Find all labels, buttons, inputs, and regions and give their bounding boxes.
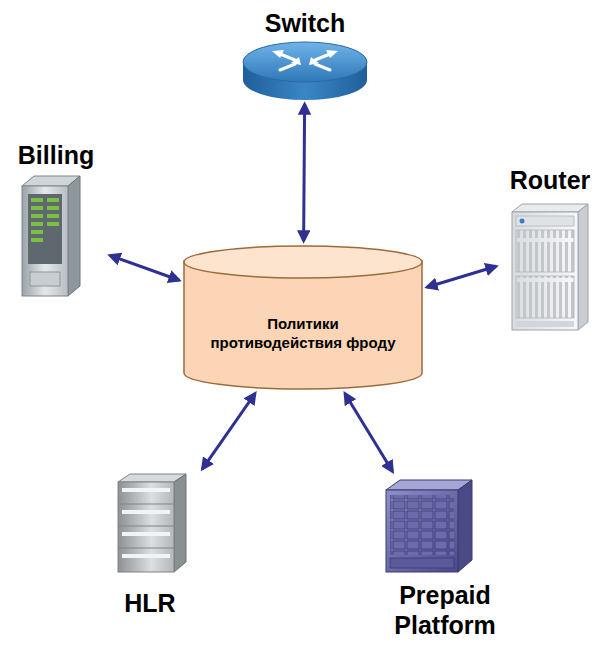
device-label: Billing [6,140,106,170]
connector-arrow [345,393,393,471]
switch-node: Switch [235,8,375,100]
router-chassis-icon [512,204,588,330]
billing-node: Billing [6,140,106,300]
connector-arrow [110,255,179,280]
storage-label: Политики противодействия фроду [208,314,398,352]
prepaid-platform-icon [386,480,472,572]
device-label: Router [500,165,600,195]
policy-storage-node: Политики противодействия фроду [183,245,423,390]
device-label: HLR [100,588,200,618]
device-label: Prepaid Platform [370,580,520,640]
device-label: Switch [235,8,375,38]
connector-arrow [202,393,255,469]
prepaid-platform-node: Prepaid Platform [370,475,520,640]
router-node: Router [500,165,600,335]
switch-icon [243,42,367,100]
text-holder: Политики противодействия фроду [183,279,423,386]
cylinder-top [184,246,422,278]
cylinder-body [184,261,422,389]
connector-arrow [427,266,496,287]
hlr-node: HLR [100,470,200,618]
billing-server-icon [22,176,80,296]
connector-arrow [304,104,305,241]
hlr-server-icon [118,474,186,572]
